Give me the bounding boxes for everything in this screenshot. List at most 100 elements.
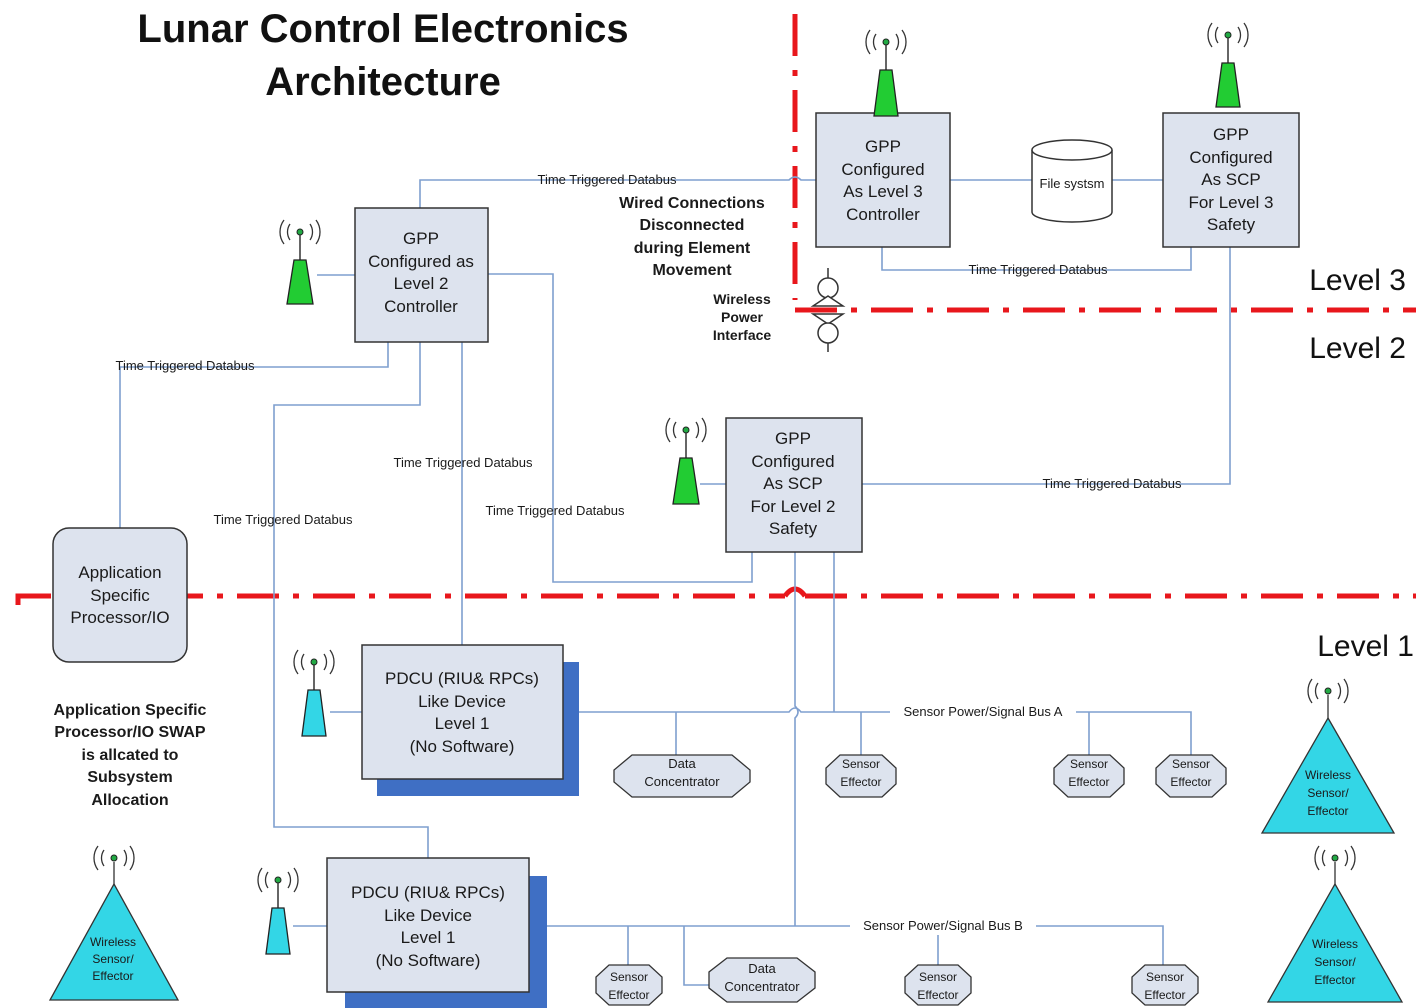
- svg-text:Configured: Configured: [751, 452, 834, 471]
- svg-text:Effector: Effector: [1314, 973, 1355, 987]
- wireless-power-coupler-icon: [810, 268, 846, 352]
- ttd-l3scp-l2scp-line: [862, 247, 1231, 485]
- wireless-sensor-right-bottom: Wireless Sensor/ Effector: [1266, 862, 1404, 1003]
- svg-text:Wireless: Wireless: [1305, 768, 1351, 782]
- svg-text:Effector: Effector: [1307, 804, 1348, 818]
- svg-text:Allocation: Allocation: [91, 792, 168, 809]
- svg-text:Movement: Movement: [652, 262, 732, 279]
- svg-text:Sensor/: Sensor/: [1314, 955, 1356, 969]
- data-concentrator-a: Data Concentrator: [613, 754, 751, 798]
- svg-text:Level 1: Level 1: [401, 928, 456, 947]
- svg-text:Level 1: Level 1: [435, 714, 490, 733]
- ttd-label-top: Time Triggered Databus: [538, 172, 677, 187]
- svg-text:Safety: Safety: [1207, 215, 1256, 234]
- app-specific-processor-text: Application Specific Processor/IO: [70, 563, 169, 627]
- svg-text:Effector: Effector: [92, 969, 133, 983]
- svg-text:Data: Data: [668, 756, 696, 771]
- pdcu-b-box: [326, 857, 530, 993]
- antenna-icon-l2-controller: [279, 219, 321, 305]
- ttd-l2-pdcu-b-line: [273, 342, 429, 858]
- level1-boundary-left: [15, 593, 785, 605]
- ttd-label-right: Time Triggered Databus: [1043, 476, 1182, 491]
- ttd-l2-l3-line: [419, 176, 816, 208]
- svg-text:Effector: Effector: [1170, 775, 1211, 789]
- svg-text:Like Device: Like Device: [384, 906, 472, 925]
- sensor-bus-a-line: [563, 707, 1192, 755]
- wired-connections-note: Wired Connections Disconnected during El…: [619, 195, 765, 279]
- svg-text:Sensor: Sensor: [919, 970, 957, 984]
- ttd-l2-l2scp-line: [488, 273, 753, 583]
- title-line-1: Lunar Control Electronics: [137, 7, 628, 51]
- svg-text:Effector: Effector: [1144, 988, 1185, 1002]
- antenna-icon-l2-scp: [665, 417, 707, 505]
- svg-text:(No Software): (No Software): [410, 737, 515, 756]
- svg-text:Configured: Configured: [841, 160, 924, 179]
- sensor-bus-b-line: [529, 925, 1164, 965]
- svg-text:Like Device: Like Device: [418, 692, 506, 711]
- signal-icon-wireless-left: [93, 845, 135, 871]
- svg-text:Controller: Controller: [846, 205, 920, 224]
- signal-icon-wireless-right-bottom: [1314, 845, 1356, 871]
- svg-text:Wireless: Wireless: [713, 291, 771, 307]
- gpp-level2-controller-text: GPP Configured as Level 2 Controller: [368, 229, 474, 316]
- svg-text:GPP: GPP: [775, 429, 811, 448]
- svg-text:Sensor: Sensor: [1172, 757, 1210, 771]
- ttd-l3-line: [881, 247, 1192, 271]
- sensor-effector-a3: Sensor Effector: [1155, 754, 1227, 798]
- svg-text:Interface: Interface: [713, 327, 772, 343]
- gpp-level3-scp-box: [1162, 112, 1300, 248]
- gpp-level2-scp-text: GPP Configured As SCP For Level 2 Safety: [750, 429, 835, 538]
- svg-text:Subsystem: Subsystem: [87, 769, 172, 786]
- ttd-label-left: Time Triggered Databus: [116, 358, 255, 373]
- sensor-effector-a1: Sensor Effector: [825, 754, 897, 798]
- svg-text:As Level 3: As Level 3: [843, 182, 922, 201]
- sensor-effector-b1: Sensor Effector: [595, 964, 663, 1006]
- svg-text:As SCP: As SCP: [763, 474, 823, 493]
- sensor-effector-a2: Sensor Effector: [1053, 754, 1125, 798]
- svg-text:Safety: Safety: [769, 519, 818, 538]
- antenna-icon-l3-controller: [865, 29, 907, 117]
- svg-text:Application: Application: [78, 563, 161, 582]
- svg-text:Sensor: Sensor: [1070, 757, 1108, 771]
- signal-icon-wireless-right-top: [1307, 678, 1349, 704]
- ttd-label-l2scp: Time Triggered Databus: [486, 503, 625, 518]
- svg-text:For Level 3: For Level 3: [1188, 193, 1273, 212]
- svg-text:GPP: GPP: [865, 137, 901, 156]
- data-concentrator-b: Data Concentrator: [708, 957, 816, 1003]
- pdcu-a-box: [361, 644, 564, 780]
- svg-text:Processor/IO SWAP: Processor/IO SWAP: [54, 724, 205, 741]
- svg-text:during Element: during Element: [634, 240, 751, 257]
- ttd-l2-app-line: [119, 342, 389, 528]
- pdcu-b-text: PDCU (RIU& RPCs) Like Device Level 1 (No…: [351, 883, 505, 970]
- file-system-cylinder: File systsm: [1031, 139, 1113, 223]
- sensor-effector-b2: Sensor Effector: [904, 964, 972, 1006]
- svg-text:Application Specific: Application Specific: [54, 702, 207, 719]
- svg-text:Processor/IO: Processor/IO: [70, 608, 169, 627]
- svg-text:Effector: Effector: [917, 988, 958, 1002]
- sensor-effector-b3: Sensor Effector: [1131, 964, 1199, 1006]
- svg-text:Wireless: Wireless: [90, 935, 136, 949]
- level-3-label: Level 3: [1309, 264, 1406, 297]
- svg-text:Concentrator: Concentrator: [724, 979, 800, 994]
- svg-text:Wireless: Wireless: [1312, 937, 1358, 951]
- antenna-icon-pdcu-b: [257, 867, 299, 955]
- bus-b-dc-drop: [683, 926, 710, 986]
- svg-text:Effector: Effector: [608, 988, 649, 1002]
- bus-b-label: Sensor Power/Signal Bus B: [863, 918, 1023, 933]
- svg-text:is allcated to: is allcated to: [82, 747, 179, 764]
- svg-text:For Level 2: For Level 2: [750, 497, 835, 516]
- svg-text:Configured as: Configured as: [368, 252, 474, 271]
- svg-text:Sensor/: Sensor/: [92, 952, 134, 966]
- svg-text:Level 2: Level 2: [394, 274, 449, 293]
- svg-text:GPP: GPP: [1213, 125, 1249, 144]
- title-line-2: Architecture: [265, 60, 501, 104]
- svg-text:Effector: Effector: [1068, 775, 1109, 789]
- level-1-label: Level 1: [1317, 630, 1414, 663]
- antenna-icon-pdcu-a: [293, 649, 335, 737]
- svg-text:GPP: GPP: [403, 229, 439, 248]
- svg-text:Sensor: Sensor: [842, 757, 880, 771]
- wireless-sensor-left: Wireless Sensor/ Effector: [48, 862, 180, 1001]
- svg-text:Configured: Configured: [1189, 148, 1272, 167]
- svg-text:Sensor/: Sensor/: [1307, 786, 1349, 800]
- gpp-level2-controller-box: [354, 207, 489, 343]
